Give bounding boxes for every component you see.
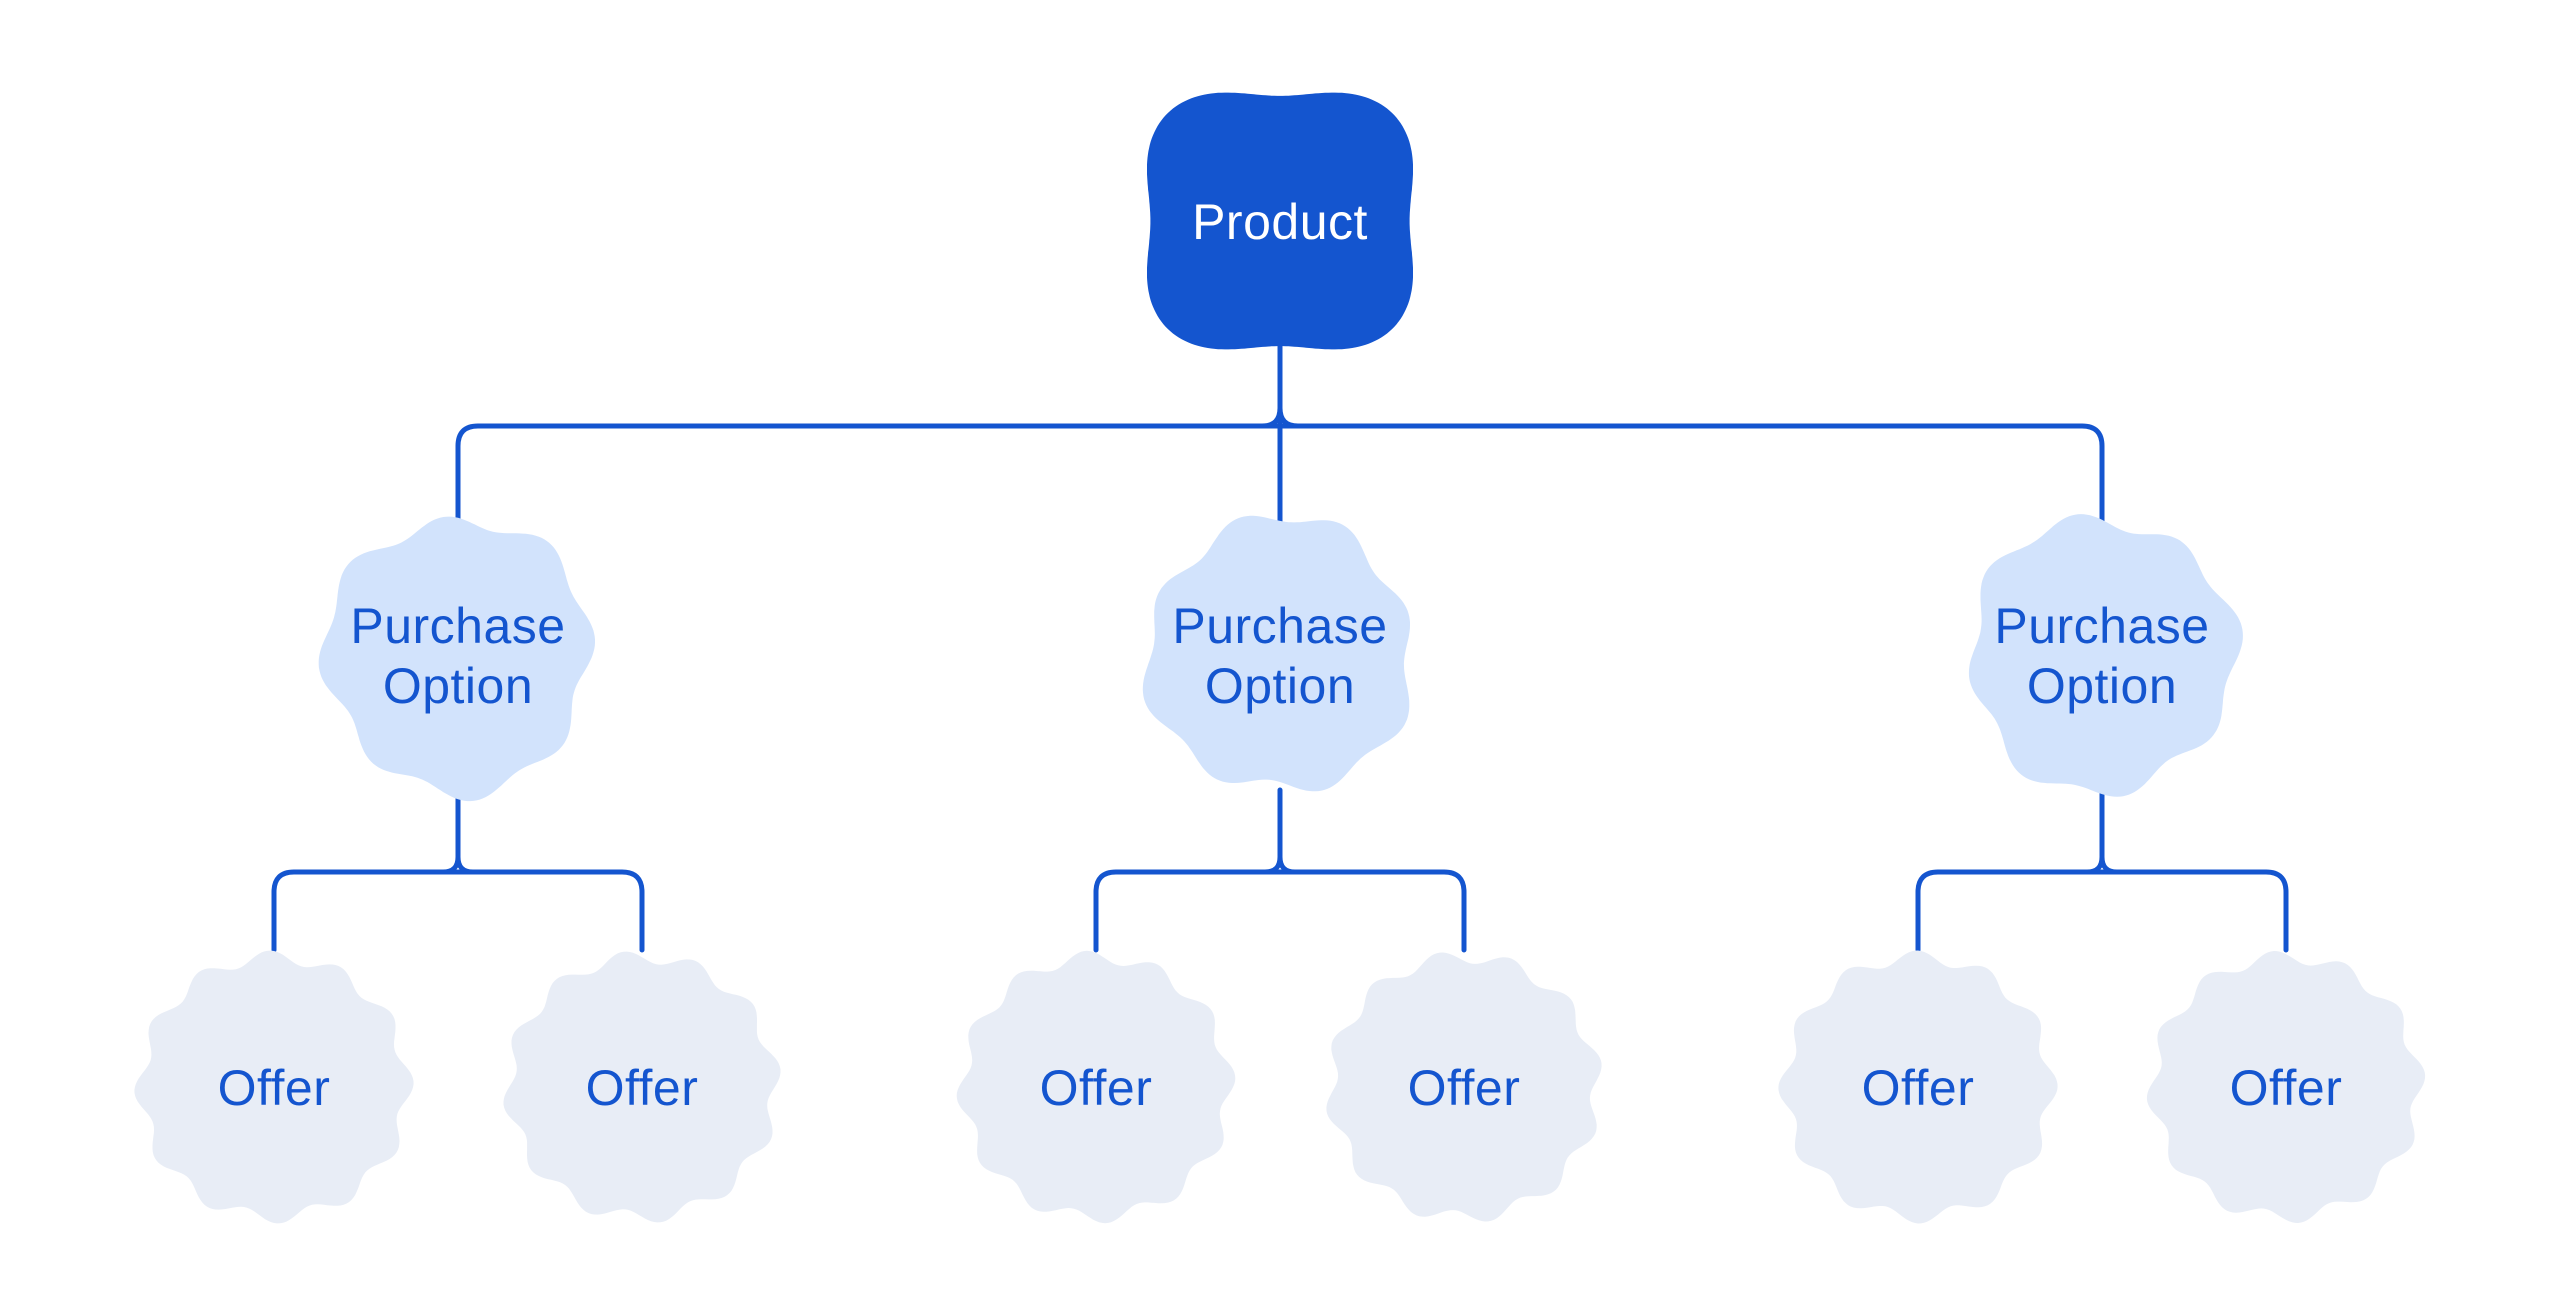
connector-product-rail — [455, 423, 2105, 535]
connector-po3-stem — [2084, 787, 2120, 875]
offer-4-node-shape — [1326, 952, 1602, 1222]
offer-6-node-shape — [2146, 951, 2426, 1223]
connector-product-stem — [1259, 335, 1301, 535]
offer-2-label: Offer — [585, 1060, 699, 1116]
purchase-option-2-node-shape — [1142, 515, 1410, 792]
connector-po2-rail — [1093, 869, 1467, 953]
node-shapes — [134, 92, 2426, 1224]
purchase-option-2-label: Purchase Option — [1172, 598, 1388, 714]
offer-5-node-shape — [1778, 950, 2058, 1224]
offer-6-label: Offer — [2229, 1060, 2343, 1116]
connector-po1-rail — [271, 869, 645, 953]
product-node-shape — [1147, 92, 1413, 350]
product-node-label: Product — [1192, 194, 1368, 250]
connector-lines — [271, 335, 2289, 953]
offer-4-label: Offer — [1407, 1060, 1521, 1116]
purchase-option-1-label: Purchase Option — [350, 598, 566, 714]
offer-3-node-shape — [956, 950, 1236, 1224]
purchase-option-3-label: Purchase Option — [1994, 598, 2210, 714]
purchase-option-3-node-shape — [1968, 514, 2243, 797]
offer-2-node-shape — [503, 951, 781, 1223]
purchase-option-1-node-shape — [318, 516, 595, 802]
connector-po3-rail — [1915, 869, 2289, 953]
offer-3-label: Offer — [1039, 1060, 1153, 1116]
offer-1-label: Offer — [217, 1060, 331, 1116]
connector-po2-stem — [1262, 787, 1298, 875]
connector-po1-stem — [440, 787, 476, 875]
offer-5-label: Offer — [1861, 1060, 1975, 1116]
offer-1-node-shape — [134, 950, 414, 1224]
